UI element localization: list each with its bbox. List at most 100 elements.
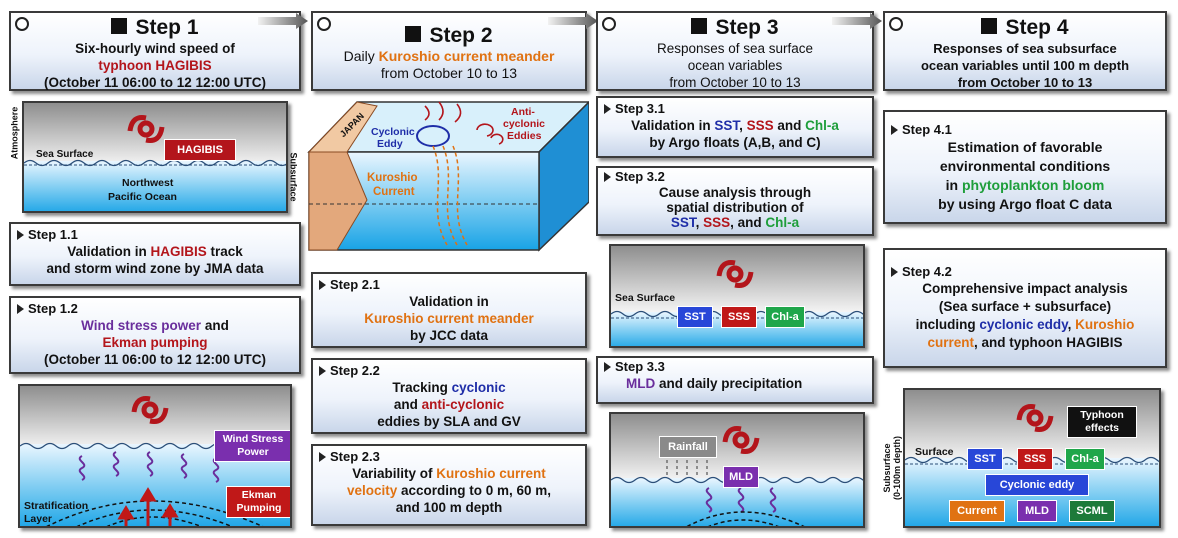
- step2-2-line2: and anti-cyclonic: [393, 397, 505, 412]
- cyclonic-eddy-tag: Cyclonic eddy: [985, 474, 1089, 496]
- step3-figure-mld: Rainfall MLD: [609, 412, 865, 528]
- step3-1-label: Step 3.1: [598, 98, 872, 117]
- stratification-label-line2: Layer: [24, 513, 53, 525]
- step4-1-line3: in phytoplankton bloom: [945, 177, 1105, 193]
- square-bullet-icon: [691, 18, 708, 34]
- step2-1-label: Step 2.1: [313, 274, 585, 293]
- step2-desc-line2: from October 10 to 13: [380, 65, 518, 81]
- chl-a-tag: Chl-a: [1065, 448, 1105, 470]
- typhoon-icon: [1016, 404, 1054, 432]
- step3-1-line2: by Argo floats (A,B, and C): [649, 135, 821, 150]
- step2-title: Step 2: [313, 23, 585, 48]
- cyclonic-eddy-label-line1: Cyclonic: [371, 126, 415, 138]
- step1-2-line2: Ekman pumping: [102, 335, 208, 350]
- step1-header-box: Step 1 Six-hourly wind speed of typhoon …: [9, 11, 301, 91]
- cyclonic-eddy-label-line2: Eddy: [377, 138, 403, 150]
- step4-desc-line1: Responses of sea subsurface: [933, 41, 1117, 56]
- step-marker-icon: [317, 17, 331, 31]
- step1-1-label: Step 1.1: [11, 224, 299, 243]
- typhoon-icon: [716, 260, 754, 288]
- hagibis-tag: HAGIBIS: [164, 139, 236, 161]
- step3-2-box: Step 3.2 Cause analysis through spatial …: [596, 166, 874, 236]
- anti-cyclonic-label-line2: cyclonic: [503, 118, 546, 130]
- arrow-right-icon: [832, 13, 882, 29]
- step2-3-line1: Variability of Kuroshio current: [352, 466, 546, 481]
- step1-1-box: Step 1.1 Validation in HAGIBIS track and…: [9, 222, 301, 286]
- step1-desc-line3: (October 11 06:00 to 12 12:00 UTC): [43, 75, 267, 90]
- step4-1-line2: environmental conditions: [939, 158, 1111, 174]
- kuroshio-current-label-line2: Current: [373, 186, 415, 198]
- step2-2-box: Step 2.2 Tracking cyclonic and anti-cycl…: [311, 358, 587, 434]
- triangle-bullet-icon: [17, 304, 24, 314]
- chl-a-tag: Chl-a: [765, 306, 805, 328]
- step4-desc-line2: ocean variables until 100 m depth: [920, 58, 1130, 73]
- step1-1-line2: and storm wind zone by JMA data: [46, 261, 264, 276]
- step4-1-line1: Estimation of favorable: [947, 139, 1103, 155]
- triangle-bullet-icon: [17, 230, 24, 240]
- step3-1-line1: Validation in SST, SSS and Chl-a: [631, 118, 839, 133]
- step2-header-box: Step 2 Daily Kuroshio current meander fr…: [311, 11, 587, 91]
- step3-desc-line2: ocean variables: [687, 58, 783, 73]
- ocean-label-line1: Northwest: [122, 177, 174, 189]
- triangle-bullet-icon: [319, 280, 326, 290]
- step4-desc-line3: from October 10 to 13: [957, 75, 1093, 90]
- step4-2-label: Step 4.2: [885, 250, 1165, 280]
- step1-2-label: Step 1.2: [11, 298, 299, 317]
- step4-2-line2: (Sea surface + subsurface): [938, 299, 1112, 314]
- step2-3-line2: velocity according to 0 m, 60 m,: [346, 483, 552, 498]
- subsurface-label: Subsurface: [288, 152, 299, 202]
- sea-surface-label: Sea Surface: [36, 149, 94, 160]
- eddy-swirls: [705, 487, 777, 513]
- step1-figure-ocean: HAGIBIS Sea Surface Northwest Pacific Oc…: [22, 101, 288, 213]
- step4-1-line4: by using Argo float C data: [938, 196, 1112, 212]
- triangle-bullet-icon: [604, 104, 611, 114]
- step3-2-line1: Cause analysis through: [658, 185, 812, 200]
- typhoon-icon: [722, 426, 760, 454]
- kuroshio-current-label-line1: Kuroshio: [367, 172, 418, 184]
- scml-tag: SCML: [1069, 500, 1115, 522]
- typhoon-icon: [127, 115, 165, 143]
- step1-1-line1: Validation in HAGIBIS track: [67, 244, 243, 259]
- step3-2-line3: SST, SSS, and Chl-a: [670, 215, 800, 230]
- step-marker-icon: [602, 17, 616, 31]
- ekman-pumping-tag: Ekman Pumping: [226, 486, 290, 518]
- step2-desc-line1: Daily Kuroshio current meander: [343, 48, 555, 64]
- step3-2-label: Step 3.2: [598, 168, 872, 185]
- triangle-bullet-icon: [891, 125, 898, 135]
- triangle-bullet-icon: [604, 172, 611, 182]
- step1-desc-line1: Six-hourly wind speed of: [75, 41, 235, 56]
- step2-1-line2: Kuroshio current meander: [364, 311, 534, 326]
- step1-2-line1: Wind stress power and: [81, 318, 229, 333]
- subsurface-depth-label: Subsurface(0-100m depth): [882, 435, 903, 501]
- step4-1-box: Step 4.1 Estimation of favorable environ…: [883, 110, 1167, 224]
- square-bullet-icon: [111, 18, 128, 34]
- triangle-bullet-icon: [319, 452, 326, 462]
- sea-surface-label: Sea Surface: [615, 292, 676, 304]
- kuroshio-box-diagram: [307, 100, 589, 252]
- step3-2-line2: spatial distribution of: [666, 200, 804, 215]
- step2-2-line3: eddies by SLA and GV: [377, 414, 521, 429]
- typhoon-icon: [131, 396, 169, 424]
- step2-2-label: Step 2.2: [313, 360, 585, 379]
- sst-tag: SST: [677, 306, 713, 328]
- step4-2-box: Step 4.2 Comprehensive impact analysis (…: [883, 248, 1167, 368]
- step1-2-line3: (October 11 06:00 to 12 12:00 UTC): [43, 352, 267, 367]
- triangle-bullet-icon: [891, 267, 898, 277]
- current-tag: Current: [949, 500, 1005, 522]
- anti-cyclonic-label-line1: Anti-: [511, 106, 535, 118]
- triangle-bullet-icon: [319, 366, 326, 376]
- ocean-diagram: [24, 103, 286, 211]
- surface-label: Surface: [915, 446, 954, 458]
- step3-desc-line1: Responses of sea surface: [656, 41, 814, 56]
- step2-1-line1: Validation in: [409, 294, 489, 309]
- step1-figure-wind-stress: Wind Stress Power Ekman Pumping Stratifi…: [18, 384, 292, 528]
- step1-desc-line2: typhoon HAGIBIS: [98, 58, 212, 73]
- step1-2-box: Step 1.2 Wind stress power and Ekman pum…: [9, 296, 301, 374]
- step3-3-box: Step 3.3 MLD and daily precipitation: [596, 356, 874, 404]
- step4-1-label: Step 4.1: [885, 112, 1165, 138]
- triangle-bullet-icon: [604, 362, 611, 372]
- sss-tag: SSS: [721, 306, 757, 328]
- step2-3-box: Step 2.3 Variability of Kuroshio current…: [311, 444, 587, 526]
